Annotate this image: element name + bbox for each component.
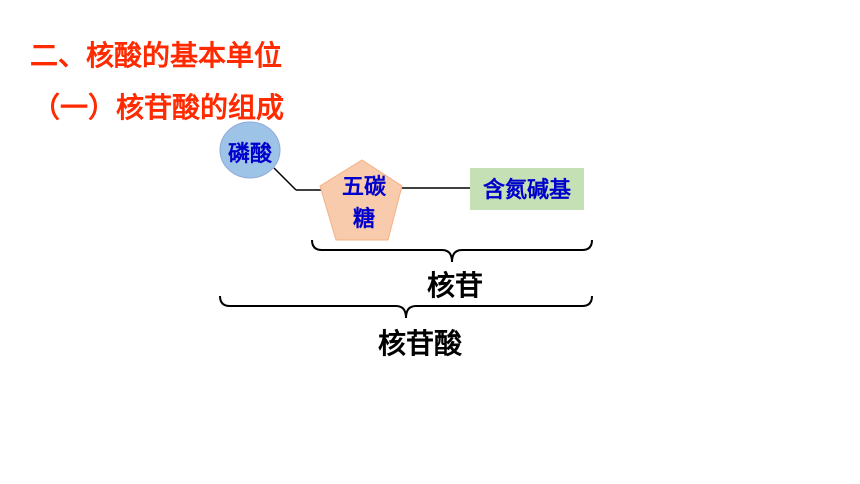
nucleotide-brace [219,295,593,319]
section-subtitle: （一）核苷酸的组成 [32,91,285,124]
nucleoside-brace [311,239,593,263]
sugar-label-line2: 糖 [352,207,375,232]
base-node [470,168,584,210]
nucleoside-label: 核苷 [426,269,483,302]
nucleotide-label: 核苷酸 [377,327,462,360]
phosphate-node [219,121,281,179]
phosphate-sugar-connector [273,167,297,191]
page-title: 二、核酸的基本单位 [30,39,283,72]
phosphate-label: 磷酸 [227,142,272,167]
base-label: 含氮碱基 [482,178,571,203]
sugar-label-line1: 五碳 [341,175,386,200]
sugar-label: 五碳 糖 [320,172,408,236]
sugar-node [319,159,403,241]
